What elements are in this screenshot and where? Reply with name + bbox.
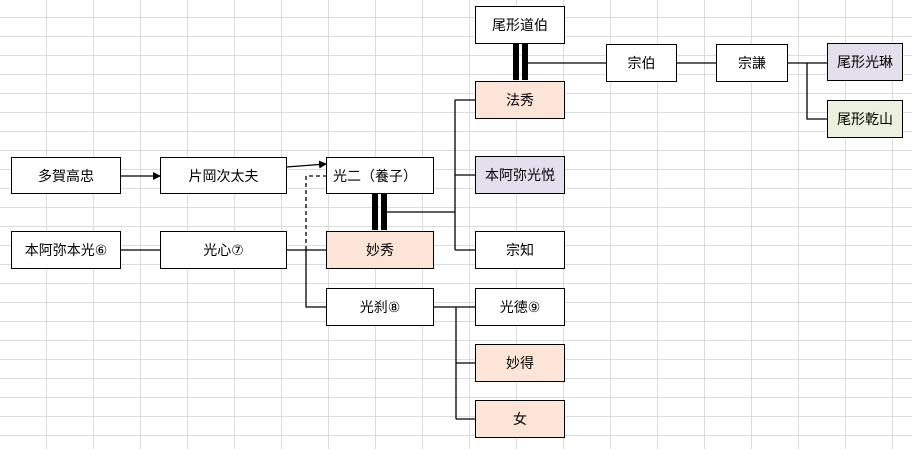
node-sochi: 宗知	[475, 231, 565, 269]
node-korin: 尾形光琳	[827, 43, 903, 81]
node-koetsu: 本阿弥光悦	[475, 156, 565, 194]
node-koji: 光二（養子）	[326, 157, 434, 194]
dashed-adoption-line	[305, 175, 326, 250]
node-sohaku: 宗伯	[606, 44, 677, 82]
node-myotoku: 妙得	[475, 344, 565, 382]
line-soken-kenzan	[806, 63, 827, 120]
node-korie: 光刹⑧	[326, 288, 434, 326]
node-hoshu: 法秀	[475, 81, 565, 119]
marriage-bar-koji-right	[381, 193, 387, 230]
node-kataoka: 片岡次太夫	[160, 157, 287, 194]
marriage-bar-dohaku-left	[513, 43, 519, 80]
marriage-bar-dohaku-right	[522, 43, 528, 80]
node-honami-honko: 本阿弥本光⑥	[11, 231, 121, 269]
node-onna: 女	[475, 400, 565, 438]
node-kotoku: 光徳⑨	[475, 288, 565, 326]
node-tagakochu: 多賀高忠	[11, 157, 121, 194]
arrow-kataoka-koji	[285, 160, 327, 169]
node-ogata-dohaku: 尾形道伯	[475, 6, 565, 44]
node-soken: 宗謙	[716, 44, 788, 82]
node-kenzan: 尾形乾山	[827, 100, 903, 138]
node-myoshu: 妙秀	[326, 231, 434, 269]
line-koshin-korie	[305, 250, 326, 308]
marriage-bar-koji-left	[372, 193, 378, 230]
node-koshin: 光心⑦	[160, 231, 287, 269]
